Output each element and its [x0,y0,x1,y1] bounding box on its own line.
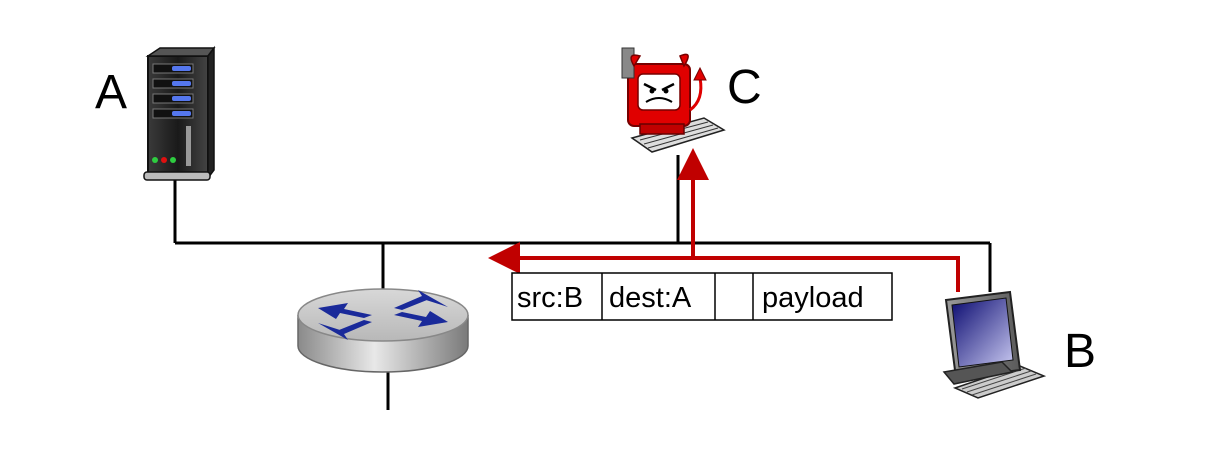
packet-field-dest: dest:A [609,282,692,314]
router-icon [297,288,469,373]
horn-icon [630,54,642,68]
drive-bays [152,63,194,119]
server-handle [186,126,191,166]
server-base [143,171,211,181]
label-b: B [1064,325,1096,378]
spoofed-traffic [488,148,960,292]
router-arrows-icon [318,290,448,340]
host-b [942,290,1047,399]
packet-field-src: src:B [517,282,583,314]
horn-icon [679,53,689,68]
label-c: C [727,61,762,114]
traffic-path-to-a [488,242,960,292]
packet-field-payload: payload [762,282,864,314]
face-screen [637,73,681,111]
led-red-icon [161,157,167,163]
packet-frame [511,272,893,321]
tail-icon [689,77,703,112]
packet: src:B dest:A payload [511,272,893,321]
led-green-icon [152,157,158,163]
screen-icon [951,297,1014,368]
label-a: A [95,66,127,119]
led-green-icon [170,157,176,163]
server-a [143,45,216,181]
attacker-c [621,47,726,153]
